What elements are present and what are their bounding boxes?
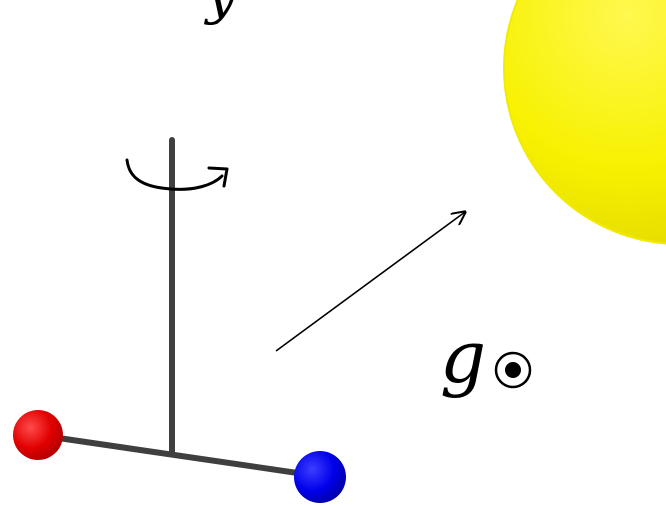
red-mass [13,410,63,460]
gravity-direction-arrow [275,212,465,352]
horizontal-dumbbell-rod [35,432,321,479]
top-axis-label: y [204,0,238,26]
sun-subscript-icon [494,351,532,389]
sun [503,0,666,245]
blue-mass [294,451,346,503]
rotation-arrow [125,158,224,191]
gravity-label: g [440,315,486,399]
rotation-arrowhead-icon [207,166,229,188]
